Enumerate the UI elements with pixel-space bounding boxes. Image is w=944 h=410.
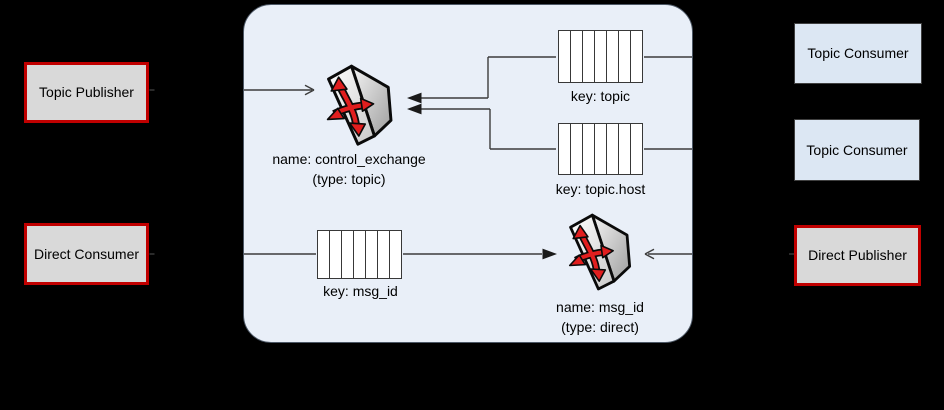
- queue-cell: [607, 31, 619, 82]
- queue-cell: [378, 231, 390, 278]
- topic-consumer-box-1: Topic Consumer: [794, 23, 922, 84]
- queue-cell: [571, 31, 583, 82]
- queue-msg-id-icon: [317, 230, 402, 279]
- queue-cell: [595, 124, 607, 174]
- queue-cell: [607, 124, 619, 174]
- queue-cell: [583, 124, 595, 174]
- queue-topic-icon: [558, 30, 643, 83]
- topic-publisher-box: Topic Publisher: [24, 62, 149, 123]
- control-exchange-name-label: name: control_exchange: [272, 151, 426, 167]
- queue-cell: [619, 124, 631, 174]
- queue-cell: [318, 231, 330, 278]
- direct-exchange-type-label: (type: direct): [561, 319, 639, 335]
- queue-cell: [583, 31, 595, 82]
- queue-msg-id-label: key: msg_id: [323, 283, 398, 299]
- queue-cell: [354, 231, 366, 278]
- direct-consumer-box: Direct Consumer: [24, 223, 149, 285]
- queue-cell: [631, 124, 642, 174]
- direct-exchange-icon: [561, 204, 634, 294]
- queue-topic-host-label: key: topic.host: [555, 181, 646, 197]
- direct-publisher-box: Direct Publisher: [794, 225, 921, 286]
- control-exchange-type-label: (type: topic): [312, 171, 386, 187]
- control-exchange-icon: [318, 57, 396, 147]
- queue-cell: [390, 231, 401, 278]
- direct-exchange-name-label: name: msg_id: [556, 299, 644, 315]
- queue-topic-host-icon: [558, 123, 643, 175]
- queue-cell: [330, 231, 342, 278]
- queue-cell: [595, 31, 607, 82]
- queue-cell: [631, 31, 642, 82]
- queue-cell: [366, 231, 378, 278]
- queue-cell: [571, 124, 583, 174]
- queue-cell: [619, 31, 631, 82]
- topic-consumer-box-2: Topic Consumer: [794, 119, 920, 181]
- queue-cell: [342, 231, 354, 278]
- queue-topic-label: key: topic: [570, 88, 631, 104]
- queue-cell: [559, 31, 571, 82]
- queue-cell: [559, 124, 571, 174]
